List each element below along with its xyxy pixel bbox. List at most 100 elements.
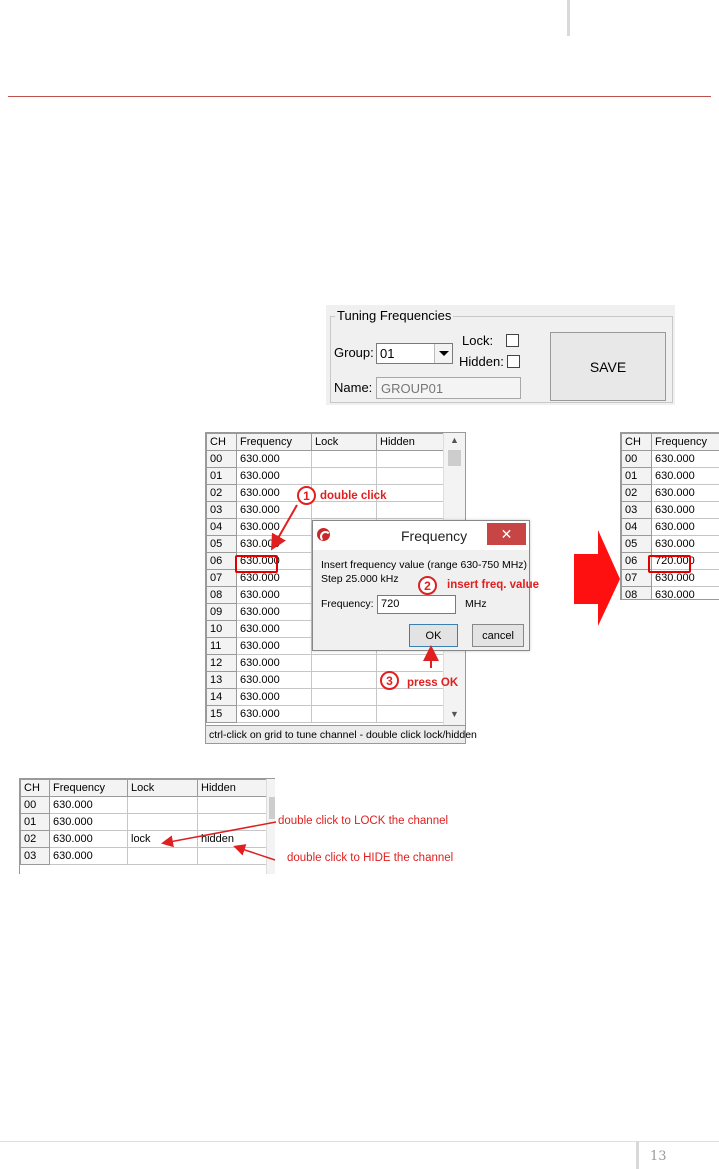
frequency-cell[interactable]: 630.000 (651, 467, 719, 485)
frequency-cell[interactable]: 630.000 (49, 813, 128, 831)
save-button[interactable]: SAVE (550, 332, 666, 401)
col-header-ch[interactable]: CH (621, 433, 652, 451)
channel-cell[interactable]: 00 (621, 450, 652, 468)
lock-cell[interactable]: lock (127, 830, 198, 848)
lock-cell[interactable] (127, 847, 198, 865)
channel-cell[interactable]: 01 (206, 467, 237, 485)
frequency-cell[interactable]: 630.000 (651, 586, 719, 599)
cancel-button[interactable]: cancel (472, 624, 524, 647)
group-select[interactable]: 01 (376, 343, 453, 364)
channel-cell[interactable]: 00 (20, 796, 50, 814)
lock-grid-scrollbar[interactable] (266, 779, 275, 874)
hidden-cell[interactable] (197, 813, 267, 831)
lock-cell[interactable] (127, 796, 198, 814)
frequency-cell[interactable]: 630.000 (236, 450, 312, 468)
channel-cell[interactable]: 08 (621, 586, 652, 599)
frequency-cell[interactable]: 630.000 (236, 654, 312, 672)
hidden-cell[interactable] (376, 450, 444, 468)
channel-cell[interactable]: 10 (206, 620, 237, 638)
col-header-hidden[interactable]: Hidden (376, 433, 444, 451)
channel-cell[interactable]: 03 (20, 847, 50, 865)
frequency-cell[interactable]: 630.000 (236, 671, 312, 689)
chevron-down-icon[interactable] (434, 344, 452, 363)
hidden-checkbox[interactable] (507, 355, 520, 368)
channel-cell[interactable]: 02 (206, 484, 237, 502)
col-header-frequency[interactable]: Frequency (651, 433, 719, 451)
channel-cell[interactable]: 01 (20, 813, 50, 831)
frequency-cell[interactable]: 630.000 (651, 484, 719, 502)
frequency-cell[interactable]: 630.000 (236, 603, 312, 621)
channel-cell[interactable]: 07 (621, 569, 652, 587)
frequency-cell[interactable]: 630.000 (236, 637, 312, 655)
channel-cell[interactable]: 15 (206, 705, 237, 723)
lock-cell[interactable] (311, 467, 377, 485)
frequency-cell[interactable]: 630.000 (236, 705, 312, 723)
lock-cell[interactable] (127, 813, 198, 831)
channel-cell[interactable]: 11 (206, 637, 237, 655)
frequency-cell[interactable]: 630.000 (236, 501, 312, 519)
ok-button[interactable]: OK (409, 624, 458, 647)
lock-cell[interactable] (311, 501, 377, 519)
frequency-cell[interactable]: 630.000 (236, 620, 312, 638)
scroll-thumb[interactable] (269, 797, 275, 819)
hidden-cell[interactable]: hidden (197, 830, 267, 848)
channel-cell[interactable]: 04 (206, 518, 237, 536)
col-header-lock[interactable]: Lock (127, 779, 198, 797)
hidden-cell[interactable] (376, 467, 444, 485)
channel-cell[interactable]: 07 (206, 569, 237, 587)
frequency-cell[interactable]: 630.000 (49, 796, 128, 814)
frequency-cell[interactable]: 630.000 (236, 535, 312, 553)
col-header-hidden[interactable]: Hidden (197, 779, 267, 797)
hidden-cell[interactable] (376, 484, 444, 502)
frequency-cell[interactable]: 630.000 (49, 847, 128, 865)
channel-cell[interactable]: 05 (206, 535, 237, 553)
channel-cell[interactable]: 02 (20, 830, 50, 848)
lock-cell[interactable] (311, 450, 377, 468)
hidden-cell[interactable] (376, 654, 444, 672)
channel-cell[interactable]: 05 (621, 535, 652, 553)
frequency-cell[interactable]: 630.000 (236, 569, 312, 587)
scroll-thumb[interactable] (448, 450, 461, 466)
lock-cell[interactable] (311, 688, 377, 706)
col-header-frequency[interactable]: Frequency (49, 779, 128, 797)
channel-cell[interactable]: 06 (206, 552, 237, 570)
channel-cell[interactable]: 02 (621, 484, 652, 502)
channel-cell[interactable]: 03 (621, 501, 652, 519)
lock-cell[interactable] (311, 654, 377, 672)
name-field[interactable]: GROUP01 (376, 377, 521, 399)
channel-cell[interactable]: 09 (206, 603, 237, 621)
frequency-cell[interactable]: 630.000 (651, 450, 719, 468)
col-header-ch[interactable]: CH (206, 433, 237, 451)
lock-checkbox[interactable] (506, 334, 519, 347)
hidden-cell[interactable] (197, 796, 267, 814)
frequency-cell[interactable]: 630.000 (651, 501, 719, 519)
channel-cell[interactable]: 13 (206, 671, 237, 689)
lock-cell[interactable] (311, 705, 377, 723)
frequency-cell[interactable]: 630.000 (49, 830, 128, 848)
hidden-cell[interactable] (376, 501, 444, 519)
frequency-cell[interactable]: 630.000 (236, 518, 312, 536)
close-icon[interactable]: ✕ (487, 523, 526, 545)
frequency-input[interactable]: 720 (377, 595, 456, 614)
hidden-cell[interactable] (376, 688, 444, 706)
channel-cell[interactable]: 14 (206, 688, 237, 706)
frequency-cell[interactable]: 630.000 (651, 535, 719, 553)
col-header-lock[interactable]: Lock (311, 433, 377, 451)
